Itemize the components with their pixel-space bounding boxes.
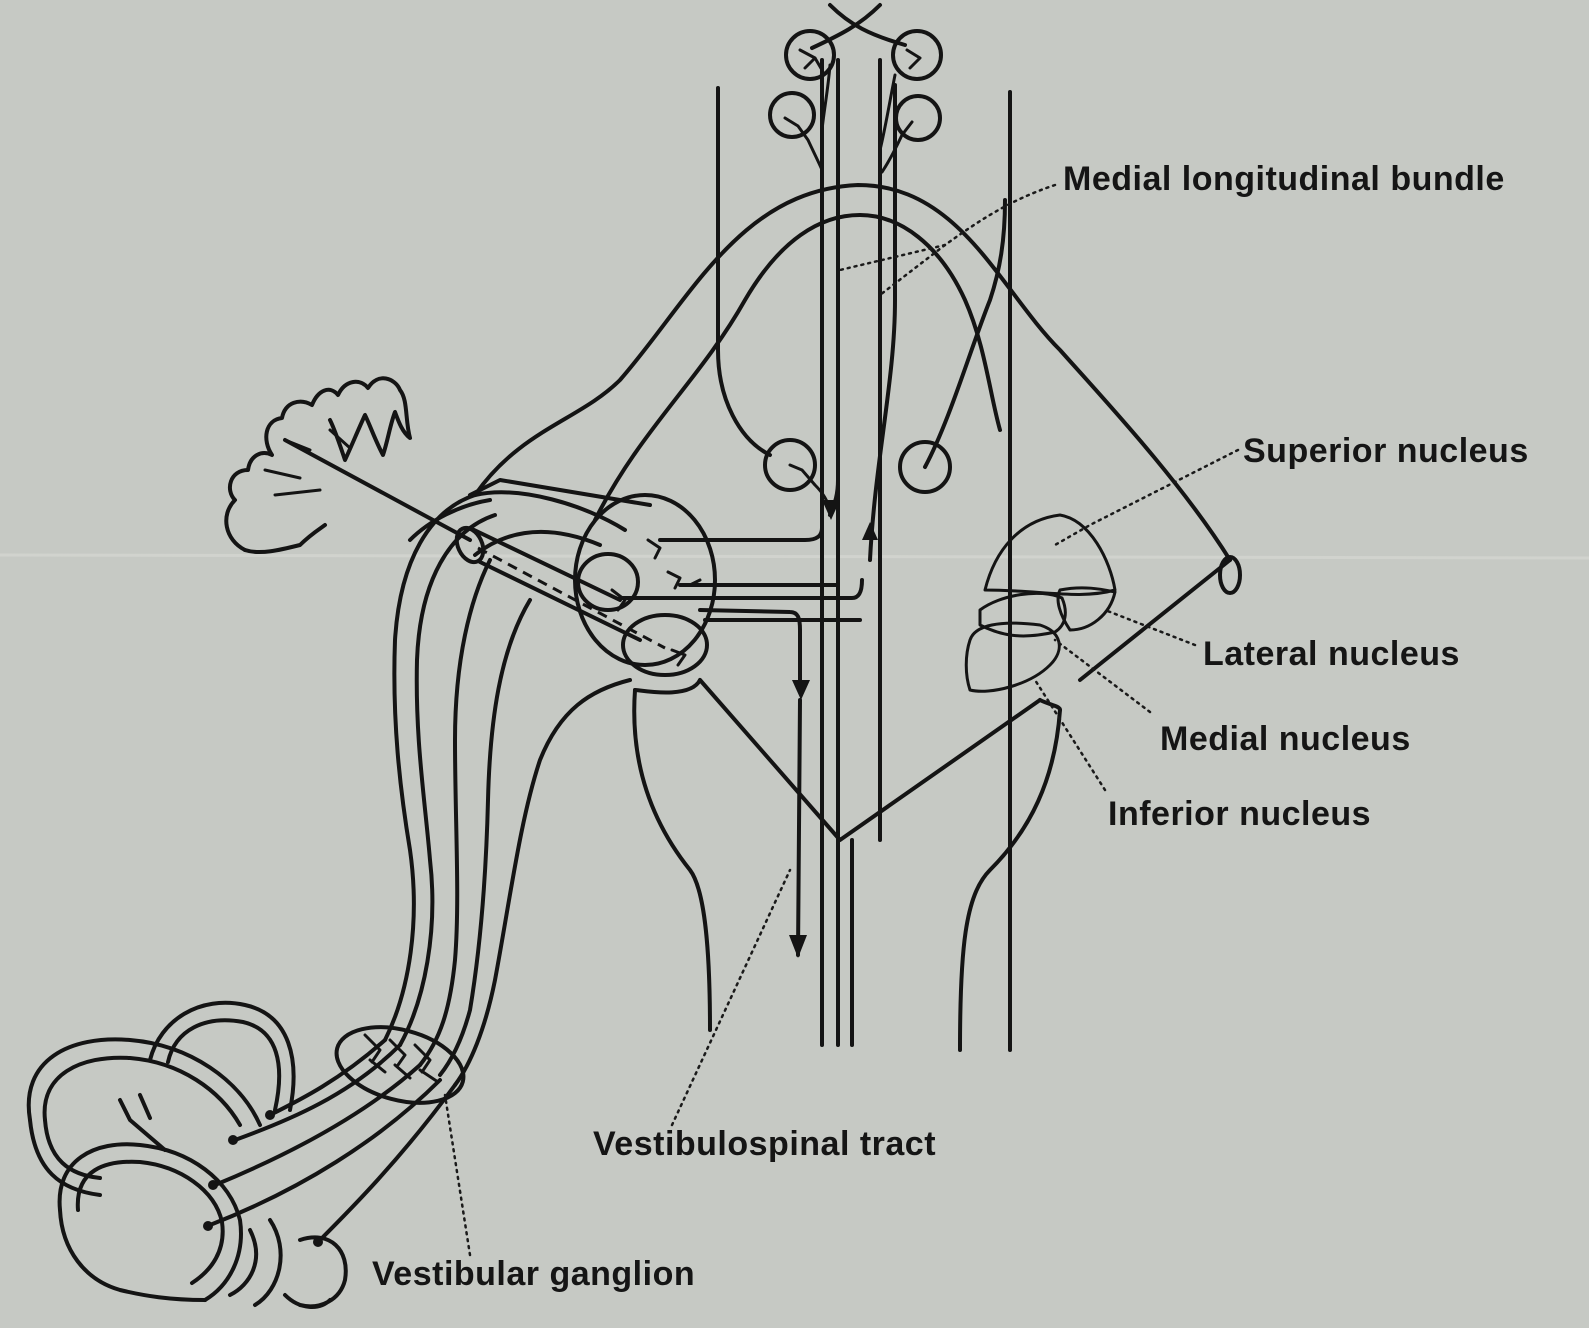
- label-medial-longitudinal-bundle: Medial longitudinal bundle: [1063, 160, 1505, 199]
- label-vestibular-ganglion: Vestibular ganglion: [372, 1255, 695, 1294]
- receptor-dot-4: [203, 1221, 213, 1231]
- label-medial-nucleus: Medial nucleus: [1160, 720, 1411, 759]
- label-superior-nucleus: Superior nucleus: [1243, 432, 1529, 471]
- receptor-dot-1: [265, 1110, 275, 1120]
- receptor-dot-3: [208, 1180, 218, 1190]
- label-inferior-nucleus: Inferior nucleus: [1108, 795, 1371, 834]
- label-vestibulospinal-tract: Vestibulospinal tract: [593, 1125, 936, 1164]
- vestibulospinal-fiber: [798, 700, 800, 955]
- label-lateral-nucleus: Lateral nucleus: [1203, 635, 1460, 674]
- receptor-dot-5: [313, 1237, 323, 1247]
- receptor-dot-2: [228, 1135, 238, 1145]
